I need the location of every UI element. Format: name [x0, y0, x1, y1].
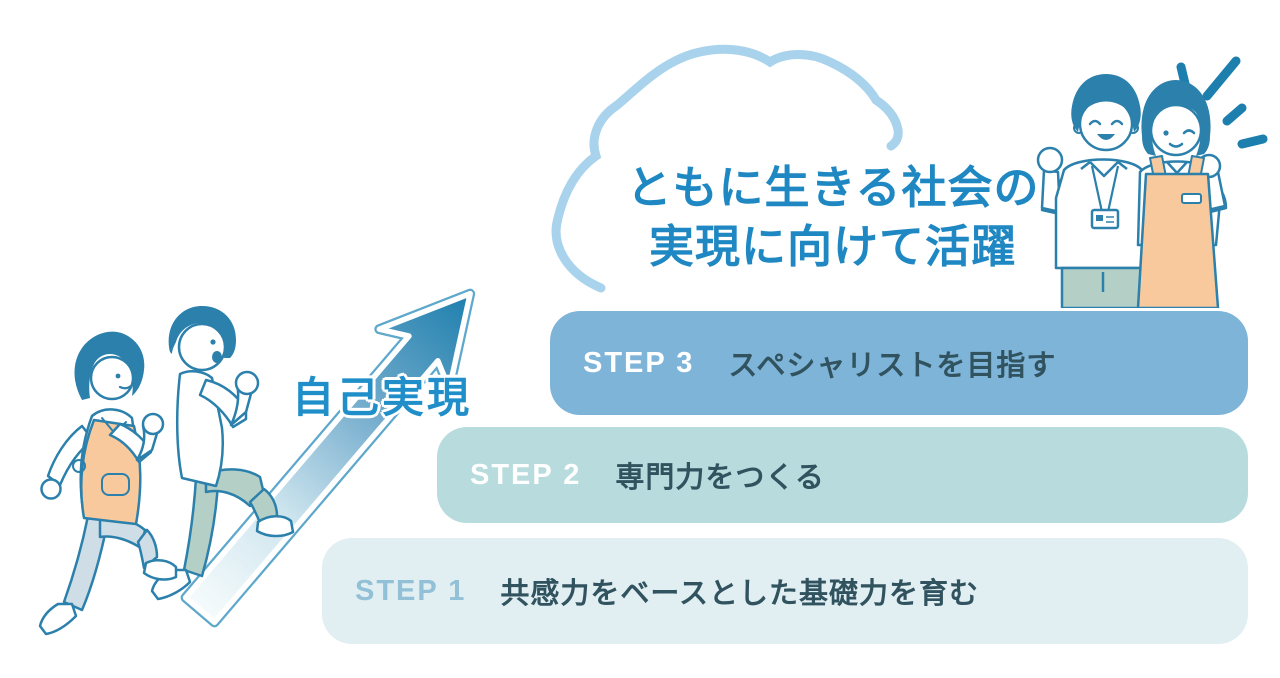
growth-arrow-icon: [180, 288, 476, 628]
step3-text: スペシャリストを目指す: [728, 350, 1057, 382]
step1-label: STEP 1: [355, 574, 467, 607]
cloud-title-line2: 実現に向けて活躍: [648, 221, 1017, 273]
arrow-label: 自己実現: [292, 374, 473, 421]
step3-label: STEP 3: [583, 346, 695, 379]
man-runner-figure: [150, 306, 295, 601]
woman-figure: [1136, 80, 1228, 308]
woman-runner-figure: [38, 331, 178, 636]
step2-label: STEP 2: [470, 458, 582, 491]
cloud-title-line1: ともに生きる社会の: [626, 162, 1040, 213]
step1-text: 共感力をベースとした基礎力を育む: [500, 578, 979, 610]
man-figure: [1036, 74, 1152, 308]
step-bar-3: STEP 3 スペシャリストを目指す: [550, 311, 1248, 415]
cloud-title: ともに生きる社会の 実現に向けて活躍: [598, 158, 1068, 277]
runners-illustration: [38, 288, 476, 636]
step-bar-2: STEP 2 専門力をつくる: [437, 427, 1248, 523]
celebrating-pair-illustration: [1036, 56, 1268, 308]
step-bar-1: STEP 1 共感力をベースとした基礎力を育む: [322, 538, 1248, 644]
step2-text: 専門力をつくる: [615, 462, 825, 494]
speech-cloud-outline-icon: [551, 44, 903, 293]
